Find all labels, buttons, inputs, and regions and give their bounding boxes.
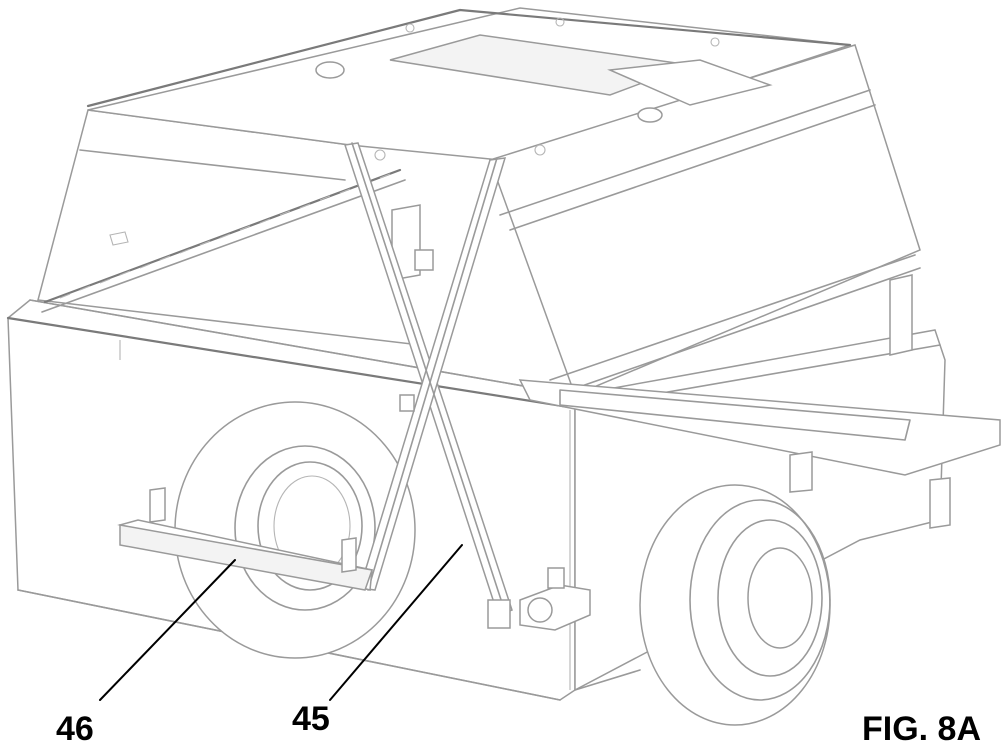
leader-line-46: [99, 559, 236, 701]
left-wheel: [174, 401, 416, 659]
right-wheel: [639, 484, 831, 726]
cross-brace-45: [344, 142, 591, 631]
reference-numeral-46: 46: [56, 710, 94, 748]
camper-shell: [37, 7, 921, 396]
step-46: [117, 487, 373, 591]
side-platform: [518, 379, 1001, 529]
figure-label: FIG. 8A: [862, 710, 981, 748]
reference-numeral-45: 45: [292, 700, 330, 738]
leader-line-45: [329, 544, 463, 701]
